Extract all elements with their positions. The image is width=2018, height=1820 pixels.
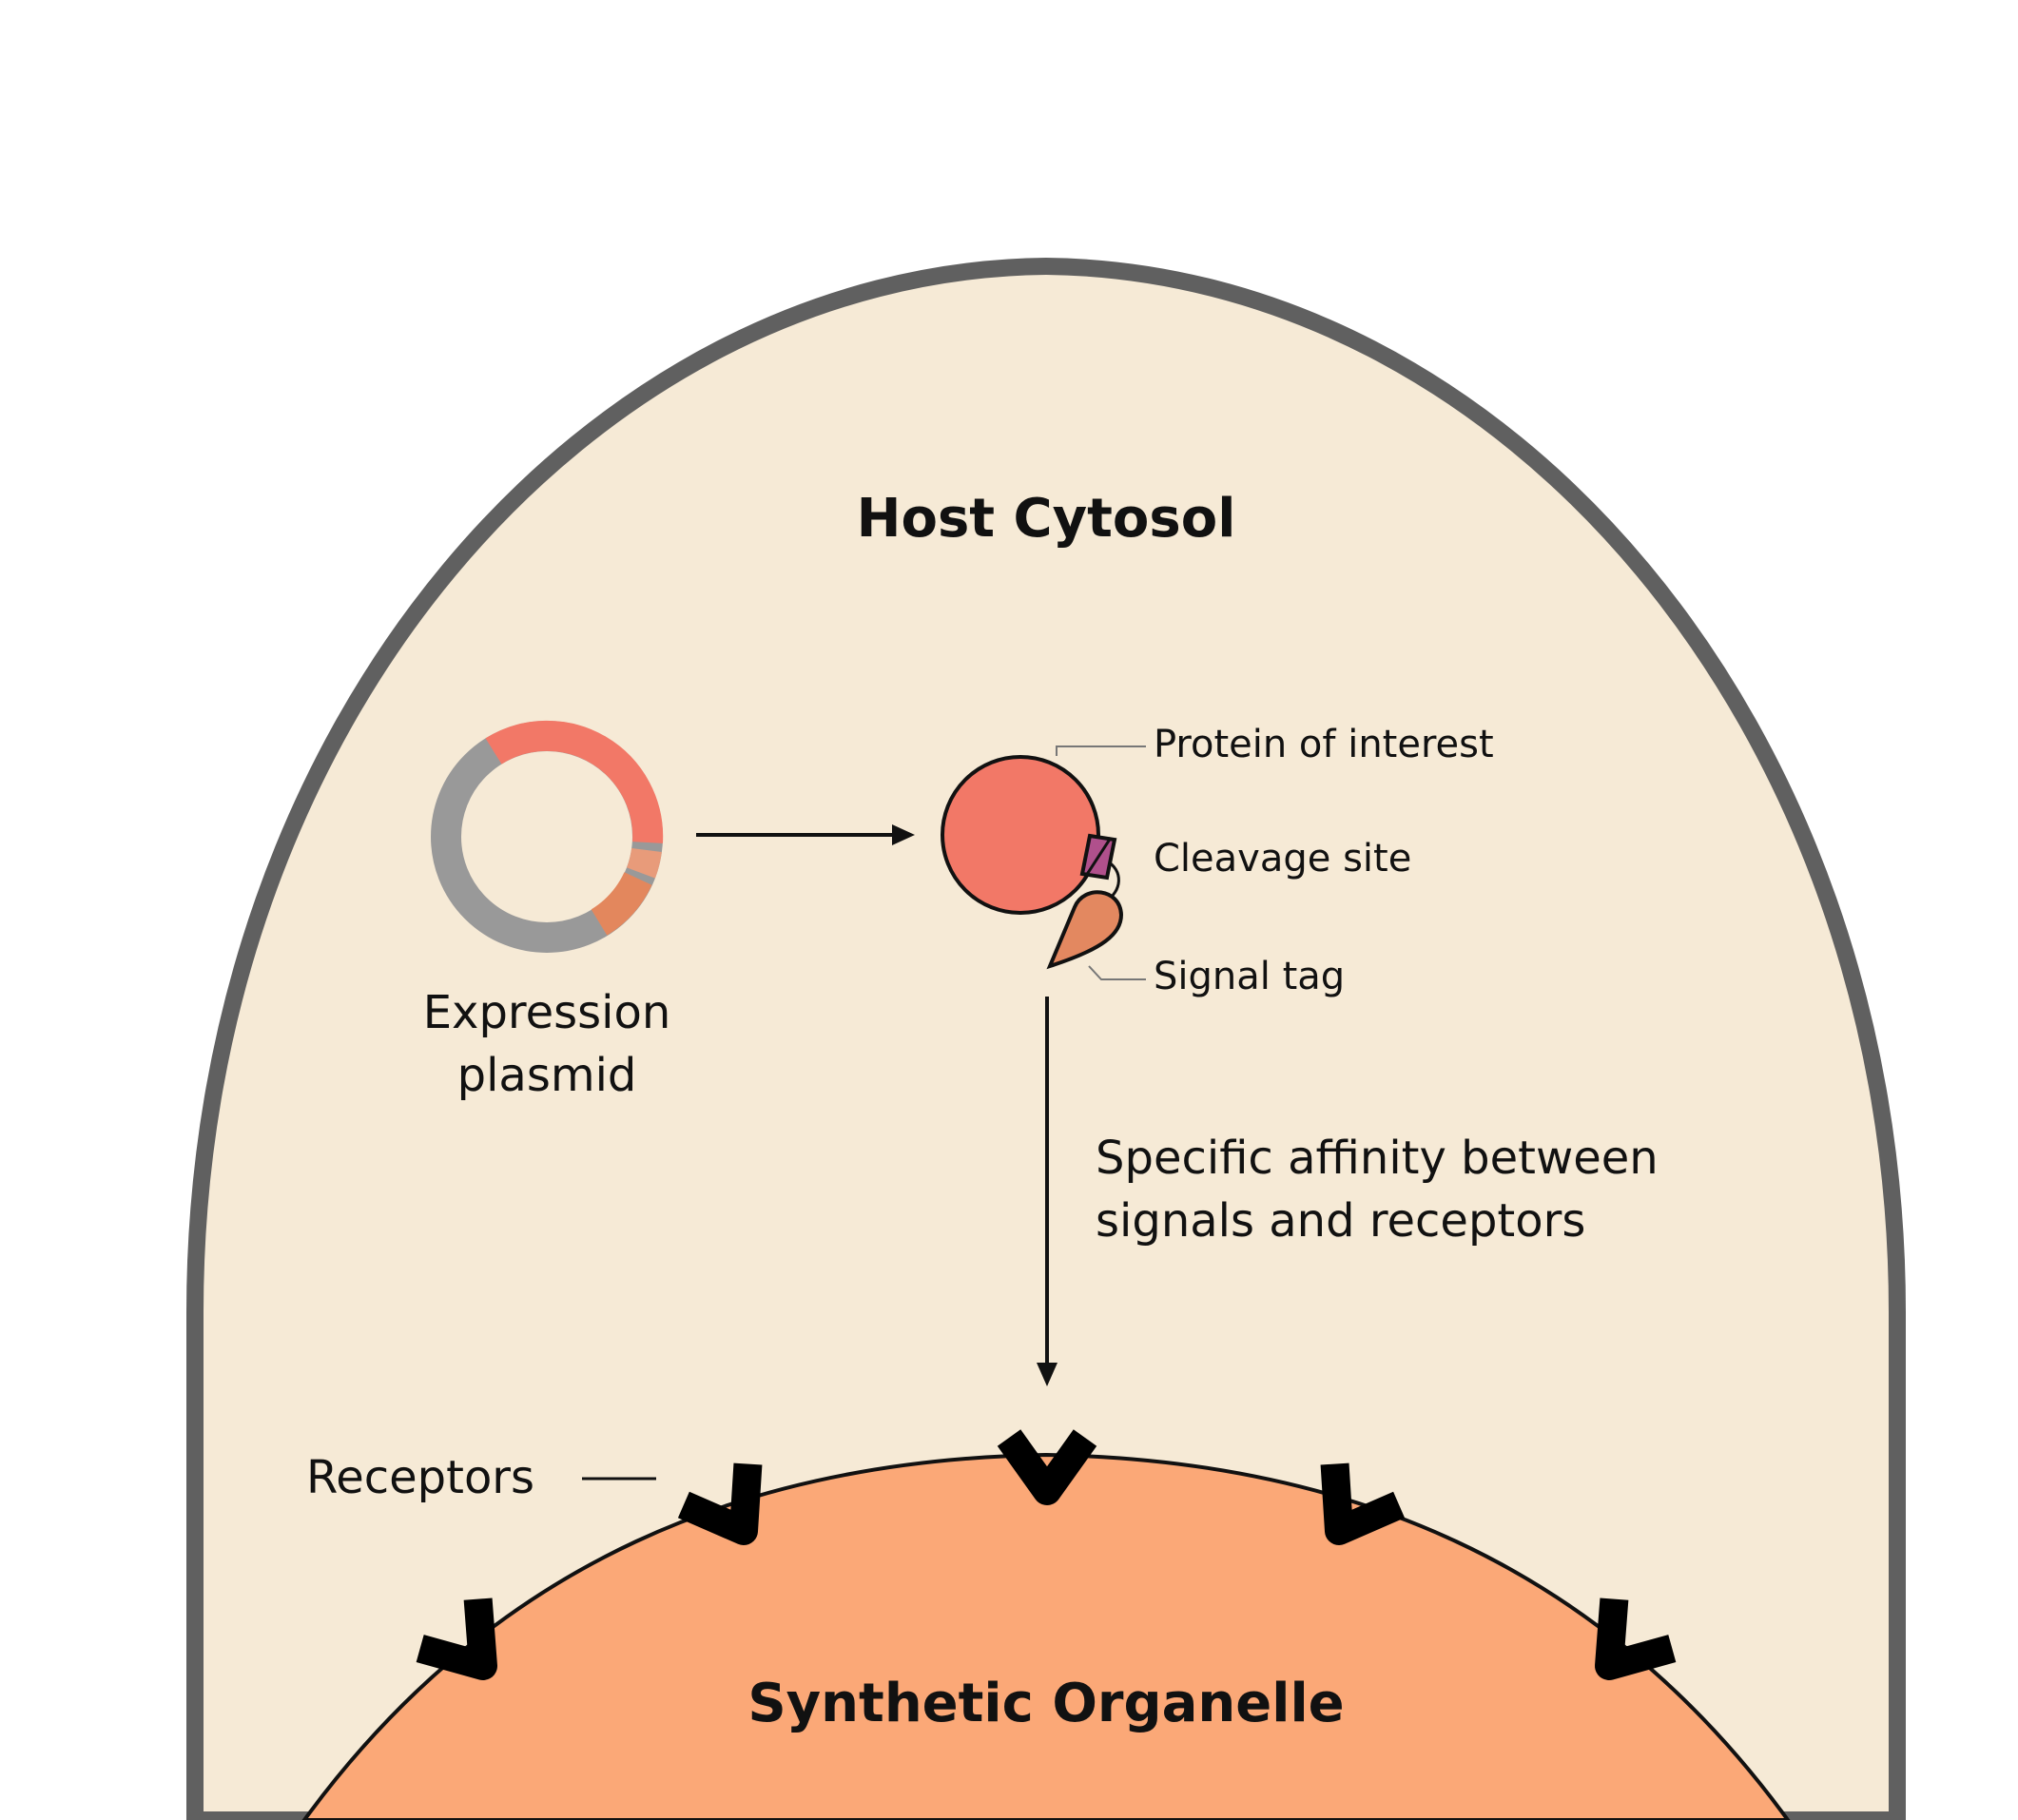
expression-plasmid-icon (431, 720, 664, 953)
receptors-label: Receptors (306, 1451, 535, 1504)
signal-tag-label: Signal tag (1154, 955, 1346, 998)
fusion-protein-icon (941, 755, 1124, 970)
host-cytosol-title: Host Cytosol (856, 488, 1236, 550)
protein-of-interest-icon (941, 755, 1100, 915)
receptor-icon (677, 1462, 763, 1545)
expression-arrow (696, 824, 915, 845)
plasmid-segment-2 (626, 847, 662, 879)
protein-of-interest-label: Protein of interest (1154, 723, 1494, 766)
affinity-note-line1: Specific affinity between (1096, 1132, 1659, 1185)
cleavage-site-label: Cleavage site (1154, 837, 1412, 881)
affinity-note-line2: signals and receptors (1096, 1194, 1586, 1248)
protein-leader-line (1056, 745, 1146, 756)
receptors-group (416, 1429, 1677, 1680)
receptor-icon (1320, 1462, 1406, 1545)
signal-tag-icon (1046, 890, 1124, 970)
plasmid-segment-3 (591, 871, 652, 936)
receptor-icon (997, 1429, 1097, 1505)
plasmid-segment-1 (485, 720, 664, 843)
synthetic-organelle-title: Synthetic Organelle (747, 1673, 1345, 1734)
receptor-icon (1595, 1597, 1677, 1680)
receptor-icon (416, 1597, 497, 1680)
signal-leader-line (1088, 965, 1146, 980)
targeting-arrow (1037, 997, 1058, 1386)
plasmid-label-line2: plasmid (456, 1049, 637, 1102)
plasmid-label-line1: Expression (422, 986, 671, 1039)
